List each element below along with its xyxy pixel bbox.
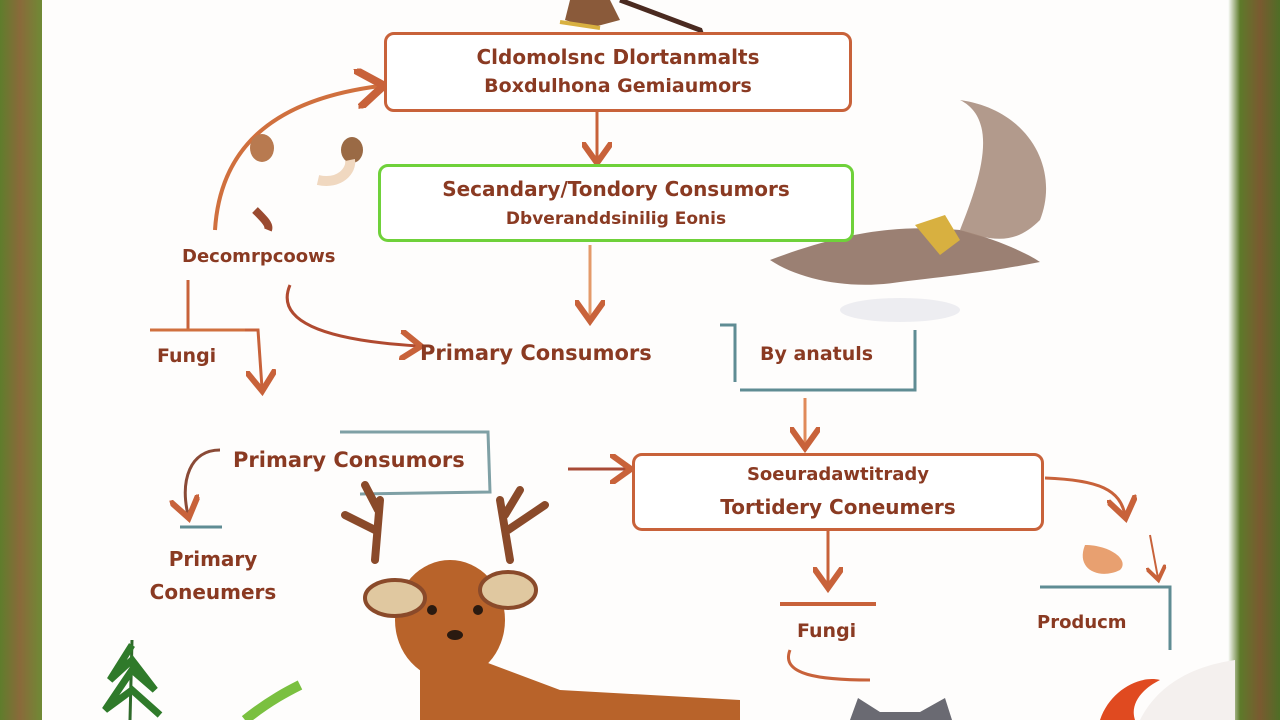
arrow-decomp-to-top — [213, 86, 380, 231]
eagle-illustration — [770, 100, 1047, 322]
top-box-line1: Cldomolsnc Dlortanmalts — [476, 45, 760, 69]
tertiary-box-line1: Soeuradawtitrady — [746, 464, 930, 485]
deer-illustration — [341, 481, 740, 720]
fungi-bottom-label: Fungi — [797, 620, 857, 642]
fungi-left-label: Fungi — [157, 345, 217, 367]
diagram-panel — [42, 0, 1228, 720]
tertiary-consumers-box: Soeuradawtitrady Tortidery Coneumers — [632, 453, 1044, 531]
shell-icon — [1082, 545, 1123, 574]
arrow-producer — [1150, 534, 1158, 578]
primary-consumers-left-label: Primary Consumors — [233, 448, 465, 472]
primary-bottom-line1: Primary — [168, 547, 258, 571]
green-box-line1: Secandary/Tondory Consumors — [442, 177, 790, 201]
fox-illustration — [850, 660, 1235, 720]
producer-label: Producm — [1037, 612, 1127, 633]
tertiary-box-line2: Tortidery Coneumers — [720, 495, 956, 519]
fern-illustration — [102, 639, 303, 720]
top-box: Cldomolsnc Dlortanmalts Boxdulhona Gemia… — [384, 32, 852, 112]
top-box-line2: Boxdulhona Gemiaumors — [484, 75, 752, 97]
arrow-decomp-to-primary — [285, 284, 418, 346]
primary-bottom-line2: Coneumers — [149, 580, 277, 604]
decomposers-label: Decomrpcoows — [182, 246, 336, 267]
by-animals-label: By anatuls — [760, 343, 874, 365]
secondary-consumers-box: Secandary/Tondory Consumors Dbveranddsin… — [378, 164, 854, 242]
green-box-line2: Dbveranddsinilig Eonis — [505, 209, 727, 229]
primary-consumers-center-label: Primary Consumors — [420, 341, 652, 365]
mushroom-icon — [250, 134, 363, 232]
primary-consumers-bottom-label: Primary Coneumers — [127, 547, 299, 604]
arrow-tertiary-to-producer — [1044, 476, 1125, 515]
arrow-fungi-bottom — [786, 649, 871, 682]
arrow-fungi-left — [186, 280, 262, 388]
arrow-loop-left — [185, 448, 221, 515]
